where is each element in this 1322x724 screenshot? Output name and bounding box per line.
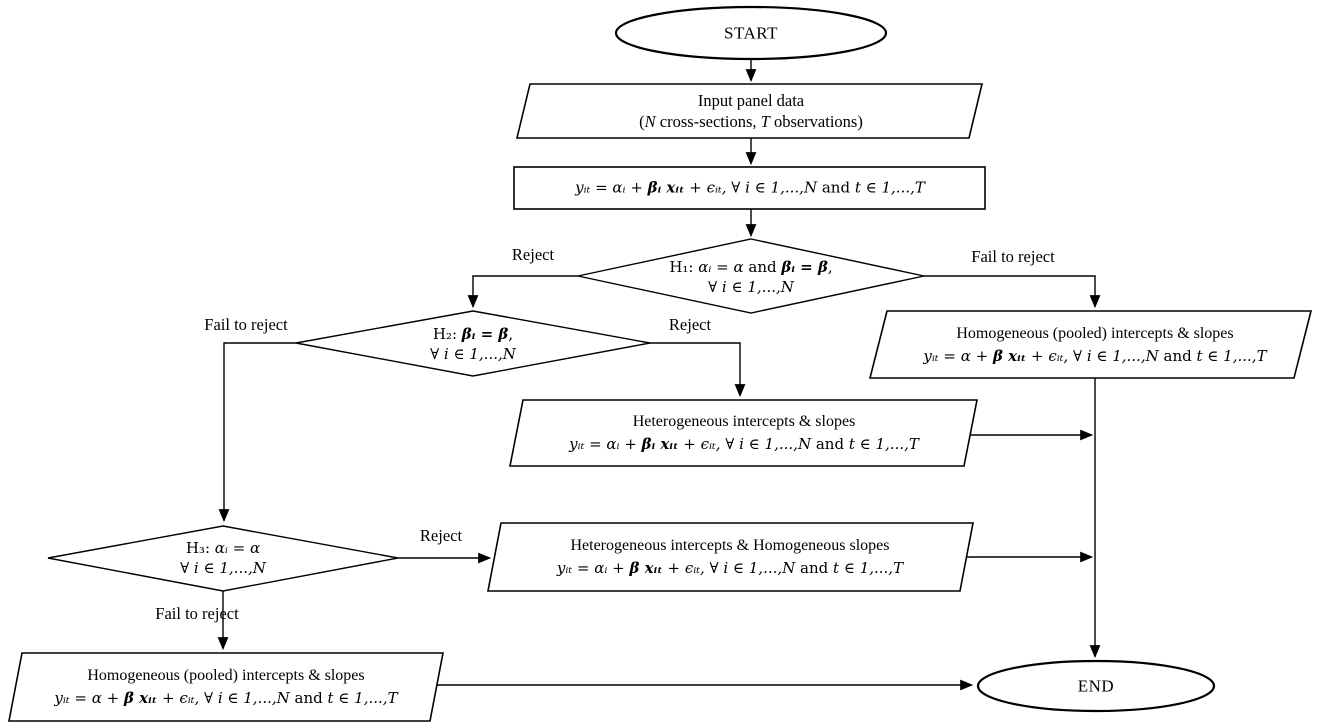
h2-decision-text: H₂: βᵢ = β, ∀ i ∈ 1,...,N — [430, 324, 516, 364]
h2-line1: H₂: βᵢ = β, — [432, 325, 514, 343]
edge-label-h1-reject: Reject — [511, 245, 555, 264]
het-hom-text: Heterogeneous intercepts & Homogeneous s… — [557, 535, 903, 579]
heterogeneous-equation: yᵢₜ = αᵢ + βᵢ xᵢₜ + ϵᵢₜ, ∀ i ∈ 1,...,N a… — [569, 435, 919, 453]
input-line1: Input panel data — [697, 91, 805, 110]
end-terminal-shape — [976, 659, 1216, 713]
h3-decision-text: H₃: αᵢ = α ∀ i ∈ 1,...,N — [180, 538, 266, 578]
pooled-right-text: Homogeneous (pooled) intercepts & slopes… — [923, 323, 1266, 367]
input-node-text: Input panel data (N cross-sections, T ob… — [639, 90, 863, 132]
edge-label-h3-fail: Fail to reject — [155, 604, 239, 623]
arrow-h1-reject-to-h2 — [467, 275, 578, 309]
end-terminal-label: END — [1077, 676, 1115, 696]
model-equation: yᵢₜ = αᵢ + βᵢ xᵢₜ + ϵᵢₜ, ∀ i ∈ 1,...,N a… — [575, 178, 925, 197]
pooled-bottom-equation: yᵢₜ = α + β xᵢₜ + ϵᵢₜ, ∀ i ∈ 1,...,N and… — [54, 689, 398, 707]
h1-line2: ∀ i ∈ 1,...,N — [708, 278, 794, 296]
heterogeneous-title: Heterogeneous intercepts & slopes — [632, 413, 856, 430]
h1-decision-diamond — [577, 238, 925, 314]
pooled-right-parallelogram — [868, 310, 1313, 379]
heterogeneous-parallelogram — [509, 399, 978, 467]
model-equation-rect — [513, 166, 986, 210]
edge-label-h2-reject: Reject — [668, 315, 712, 334]
het-hom-title: Heterogeneous intercepts & Homogeneous s… — [570, 537, 890, 554]
input-parallelogram — [515, 83, 984, 139]
h3-line2: ∀ i ∈ 1,...,N — [180, 559, 266, 577]
h2-decision-diamond — [295, 310, 651, 377]
pooled-right-equation: yᵢₜ = α + β xᵢₜ + ϵᵢₜ, ∀ i ∈ 1,...,N and… — [923, 347, 1267, 365]
heterogeneous-text: Heterogeneous intercepts & slopes yᵢₜ = … — [569, 411, 919, 455]
edge-label-h1-fail: Fail to reject — [971, 247, 1055, 266]
input-line2: (N cross-sections, T observations) — [639, 112, 863, 131]
h1-decision-text: H₁: αᵢ = α and βᵢ = β, ∀ i ∈ 1,...,N — [669, 257, 832, 297]
pooled-right-title: Homogeneous (pooled) intercepts & slopes — [956, 325, 1234, 342]
h3-line1: H₃: αᵢ = α — [185, 539, 261, 557]
start-terminal-label: START — [724, 23, 778, 43]
arrow-h2-reject-to-heterogeneous — [650, 342, 746, 398]
arrow-h1-fail-to-pooled-right — [924, 275, 1101, 309]
arrow-h2-fail-to-h3 — [218, 342, 296, 523]
pooled-bottom-text: Homogeneous (pooled) intercepts & slopes… — [54, 665, 397, 709]
edge-label-h3-reject: Reject — [419, 526, 463, 545]
het-hom-parallelogram — [487, 522, 974, 592]
pooled-bottom-title: Homogeneous (pooled) intercepts & slopes — [87, 667, 365, 684]
pooled-bottom-parallelogram — [8, 652, 444, 722]
h1-line1: H₁: αᵢ = α and βᵢ = β, — [669, 258, 833, 276]
edge-label-h2-fail: Fail to reject — [204, 315, 288, 334]
het-hom-equation: yᵢₜ = αᵢ + β xᵢₜ + ϵᵢₜ, ∀ i ∈ 1,...,N an… — [556, 559, 904, 577]
h2-line2: ∀ i ∈ 1,...,N — [430, 345, 516, 363]
